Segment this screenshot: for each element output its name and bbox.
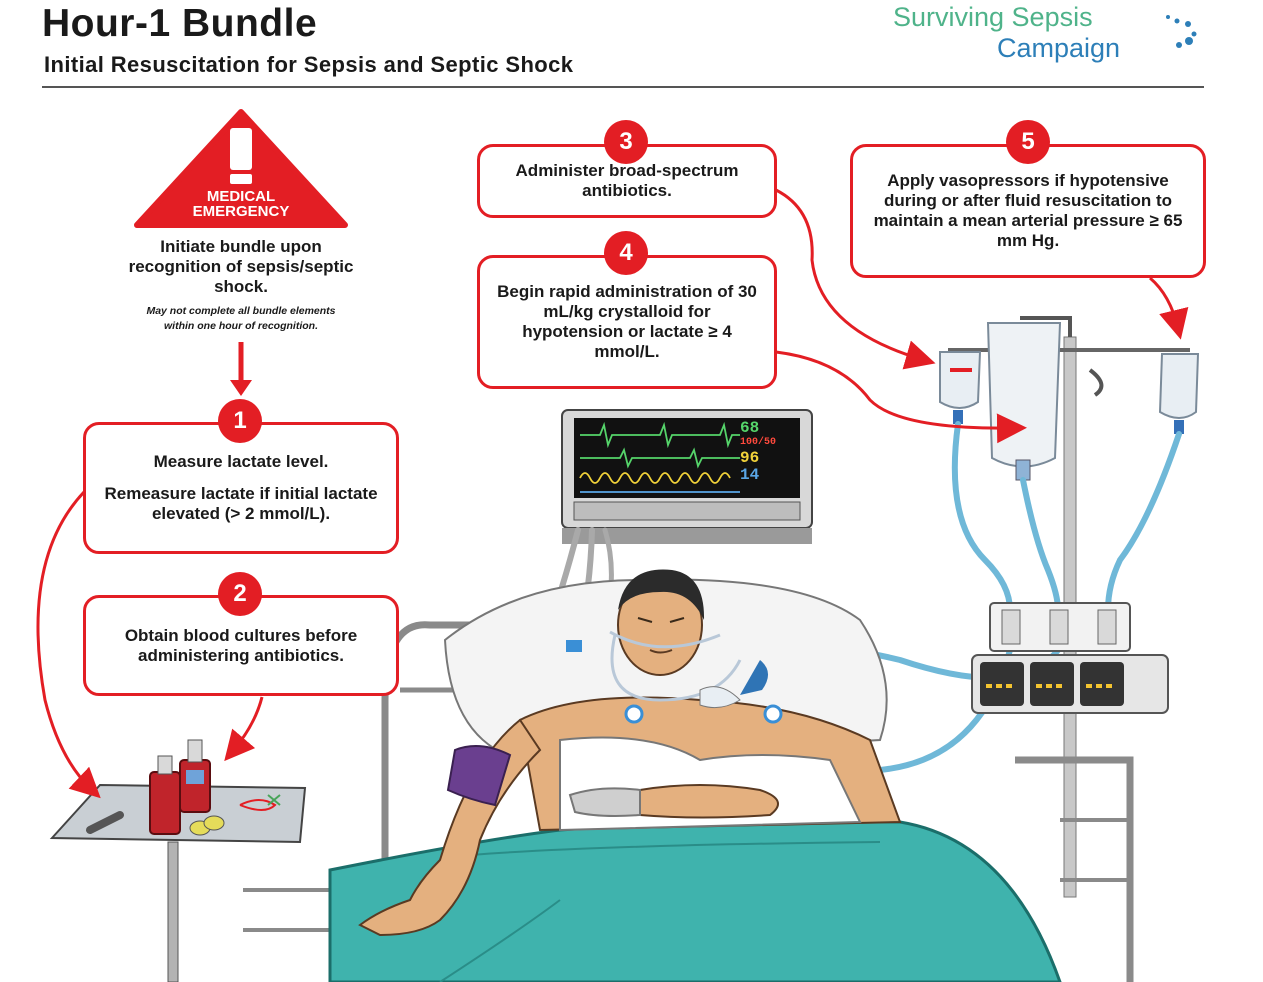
step-5-text: Apply vasopressors if hypotensive during… (873, 171, 1183, 250)
step-4-badge: 4 (604, 231, 648, 275)
logo-line1: Surviving Sepsis (893, 2, 1093, 32)
warning-triangle-icon (134, 109, 348, 228)
patient-monitor (561, 409, 813, 544)
warning-label: MEDICAL EMERGENCY (146, 189, 336, 219)
step-4-text: Begin rapid administration of 30 mL/kg c… (497, 282, 757, 361)
iv-bag-left (939, 351, 982, 424)
timing-note-line2: within one hour of recognition. (164, 320, 318, 332)
page-title: Hour-1 Bundle (42, 2, 318, 45)
resp-rate-readout: 14 (740, 466, 760, 484)
step-3-badge: 3 (604, 120, 648, 164)
page-subtitle: Initial Resuscitation for Sepsis and Sep… (44, 52, 574, 77)
logo-dots-icon (1166, 15, 1197, 48)
step-1-badge: 1 (218, 399, 262, 443)
header-divider (42, 86, 1204, 88)
iv-bag-center (986, 322, 1062, 481)
step-5-card: Apply vasopressors if hypotensive during… (850, 144, 1206, 278)
spo2-readout: 96 (740, 449, 760, 467)
step-1-text-b: Remeasure lactate if initial lactate ele… (104, 484, 378, 523)
step-5-badge: 5 (1006, 120, 1050, 164)
monitor-readouts: 68 100/50 96 14 (740, 420, 796, 484)
step-2-text: Obtain blood cultures before administeri… (124, 625, 358, 665)
step-2-badge: 2 (218, 572, 262, 616)
timing-note: May not complete all bundle elements wit… (80, 304, 402, 334)
warning-line1: MEDICAL (206, 188, 276, 205)
step-3-text: Administer broad-spectrum antibiotics. (515, 161, 739, 200)
logo-line2: Campaign (997, 33, 1121, 63)
iv-bag-right (1158, 353, 1200, 434)
specimen-tray (49, 739, 307, 982)
heart-rate-readout: 68 (740, 419, 760, 437)
initiate-instruction: Initiate bundle upon recognition of seps… (128, 237, 354, 296)
step-4-card: Begin rapid administration of 30 mL/kg c… (477, 255, 777, 389)
timing-note-line1: May not complete all bundle elements (146, 305, 336, 317)
patient (358, 569, 902, 937)
infusion-pumps (971, 602, 1169, 714)
step-1-text-a: Measure lactate level. (153, 452, 329, 471)
blood-pressure-readout: 100/50 (740, 437, 777, 448)
warning-line2: EMERGENCY (192, 203, 290, 220)
